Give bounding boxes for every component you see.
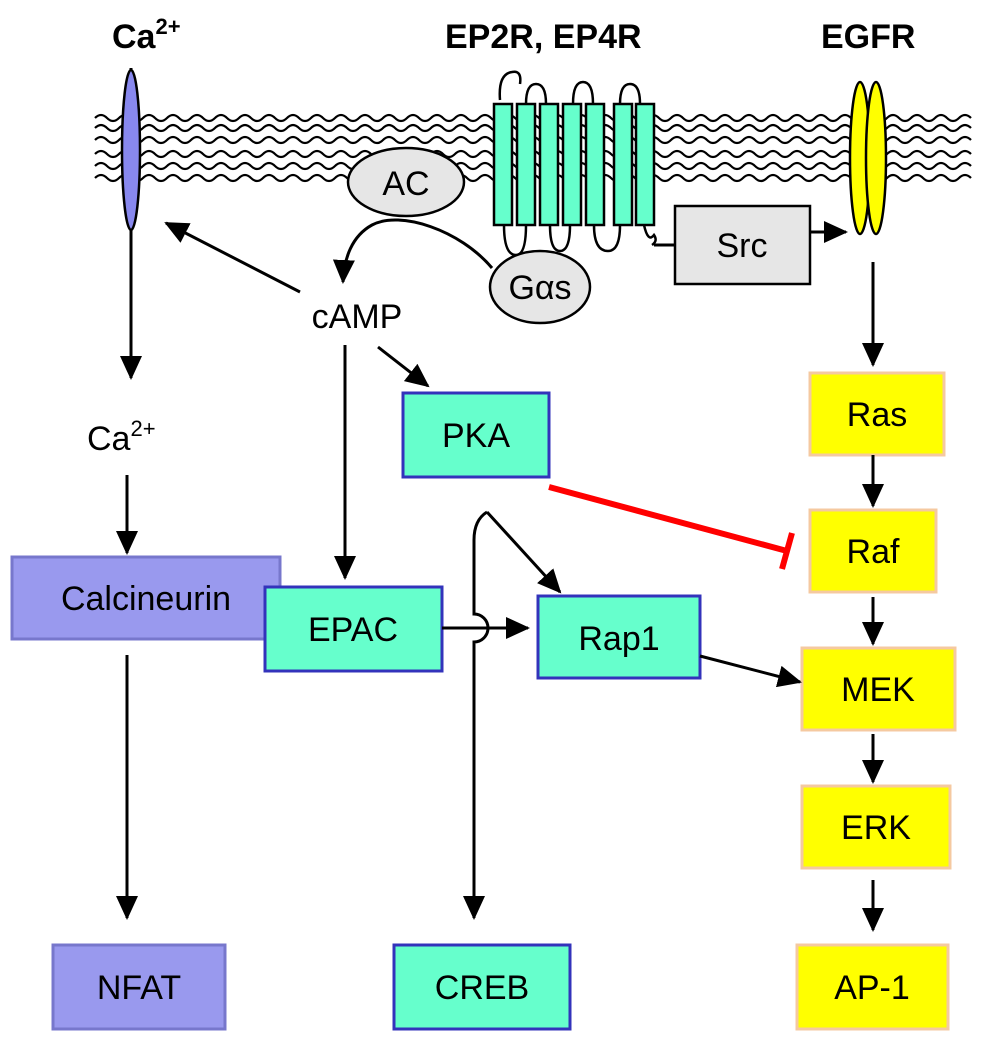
pka-to-creb-arrow <box>463 510 490 920</box>
epac-node: EPAC <box>263 585 444 673</box>
camp-label: cAMP <box>312 298 403 336</box>
nfat-label: NFAT <box>97 969 181 1007</box>
gas-label: Gαs <box>508 269 571 307</box>
camp-to-calcium-channel-arrow <box>164 221 301 294</box>
pka-inhibits-raf <box>548 484 795 570</box>
raf-label: Raf <box>847 533 900 571</box>
pka-label: PKA <box>442 417 510 455</box>
mek-label: MEK <box>841 671 915 709</box>
rap1-node: Rap1 <box>536 594 702 680</box>
calcium-channel-header: Ca2+ <box>112 14 181 56</box>
ap1-label: AP-1 <box>834 969 910 1007</box>
ras-node: Ras <box>808 371 946 457</box>
ac-label: AC <box>382 165 429 203</box>
pka-node: PKA <box>401 391 551 479</box>
epac-label: EPAC <box>308 611 398 649</box>
calcineurin-label: Calcineurin <box>61 580 231 618</box>
gas-to-camp-arrow <box>332 218 494 284</box>
rap1-label: Rap1 <box>578 620 659 658</box>
calcineurin-node: Calcineurin <box>10 555 282 641</box>
ep-receptor-icon <box>492 70 657 257</box>
erk-node: ERK <box>800 784 952 870</box>
calcium-label: Ca2+ <box>87 416 156 458</box>
egfr-header: EGFR <box>821 18 915 56</box>
receptors-header: EP2R, EP4R <box>445 18 642 56</box>
mek-node: MEK <box>800 646 957 732</box>
creb-node: CREB <box>392 943 572 1031</box>
src-node: Src <box>673 204 812 286</box>
raf-node: Raf <box>808 508 938 594</box>
egfr-receptor-icon <box>848 80 888 236</box>
rap1-to-mek-arrow <box>699 654 802 688</box>
src-label: Src <box>717 227 768 265</box>
gas-node: Gαs <box>488 249 592 325</box>
ras-label: Ras <box>847 396 907 434</box>
camp-to-pka-arrow <box>377 345 430 388</box>
nfat-node: NFAT <box>51 943 227 1031</box>
erk-label: ERK <box>841 809 911 847</box>
calcium-channel-icon <box>120 68 142 380</box>
pka-to-rap1-arrow <box>485 510 562 594</box>
ap1-node: AP-1 <box>795 943 950 1031</box>
creb-label: CREB <box>435 969 529 1007</box>
ac-node: AC <box>346 146 466 218</box>
